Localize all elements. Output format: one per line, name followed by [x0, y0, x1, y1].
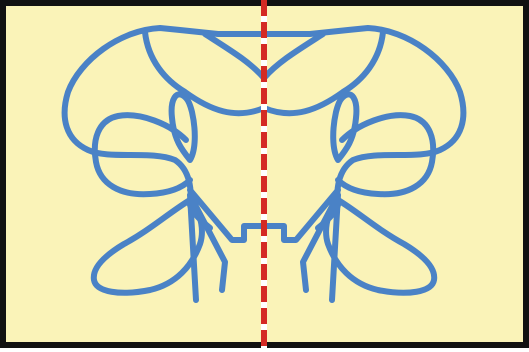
figure-canvas: [0, 0, 529, 348]
symmetry-figure: [0, 0, 529, 348]
